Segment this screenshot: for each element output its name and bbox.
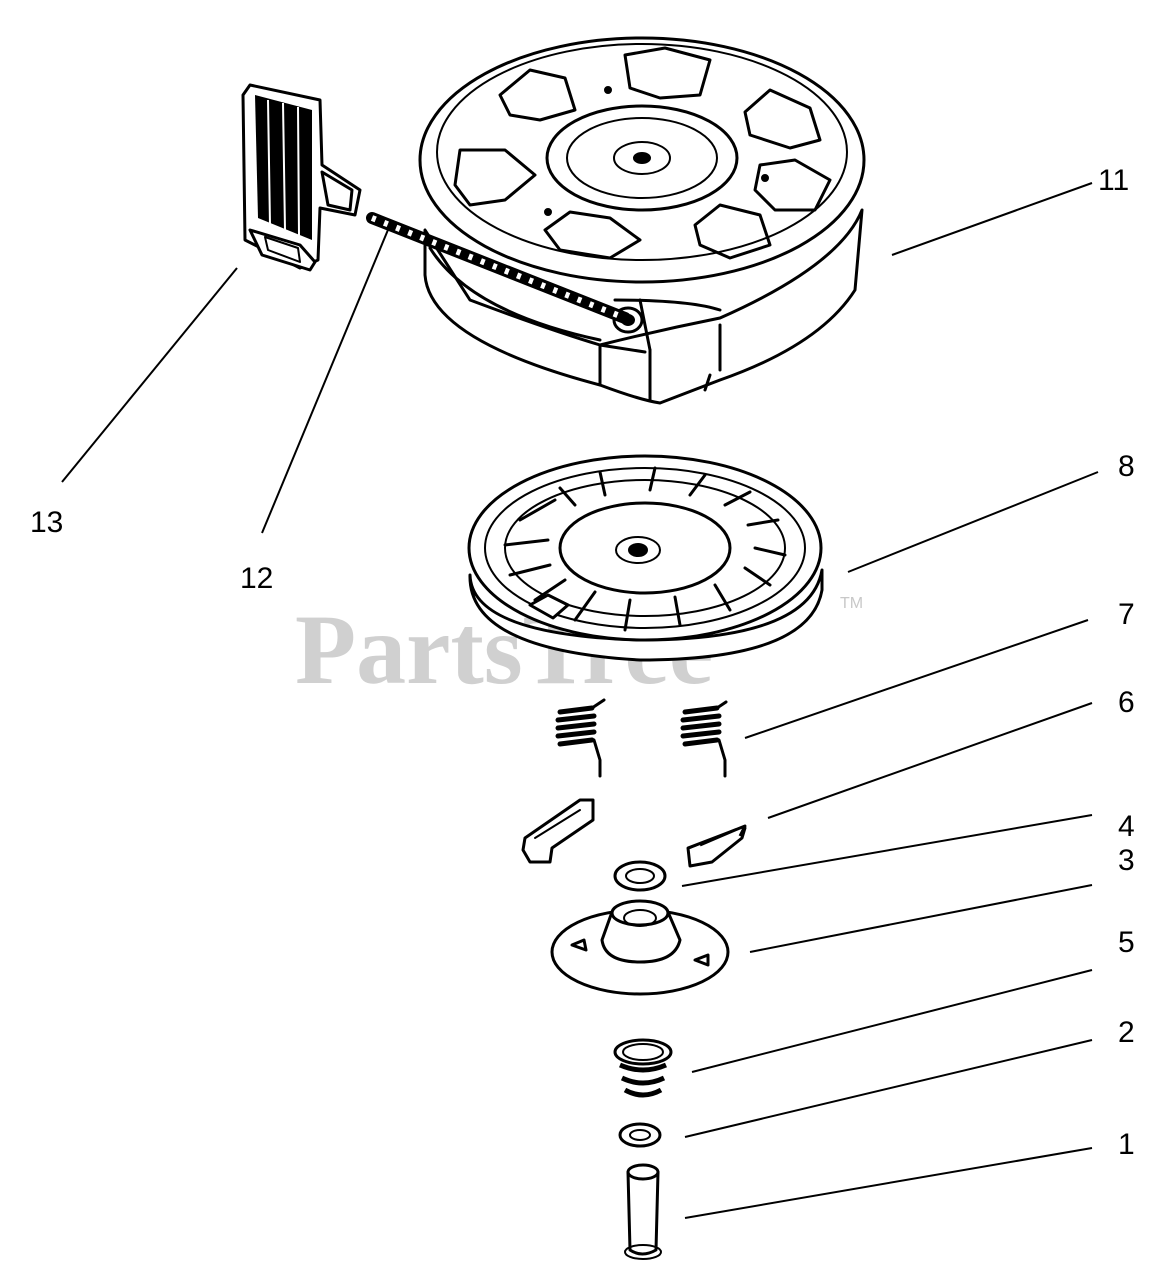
part-5-compression-spring[interactable]	[613, 1038, 673, 1098]
callout-1: 1	[1118, 1128, 1135, 1161]
part-4-washer[interactable]	[613, 860, 667, 892]
callout-8: 8	[1118, 450, 1135, 483]
part-8-pulley[interactable]	[467, 454, 824, 662]
spring-right	[680, 700, 728, 778]
pawl-right	[686, 824, 747, 868]
callout-13: 13	[30, 506, 63, 539]
callout-2: 2	[1118, 1016, 1135, 1049]
part-7-pawl-springs[interactable]	[555, 698, 728, 778]
callout-labels: 11 13 12 8 7 6 4 3 5 2 1	[30, 164, 1135, 1161]
callout-12: 12	[240, 562, 273, 595]
callout-3: 3	[1118, 844, 1135, 877]
part-3-retainer-plate[interactable]	[550, 899, 730, 996]
callout-7: 7	[1118, 598, 1135, 631]
part-6-pawls[interactable]	[521, 798, 747, 868]
callout-4: 4	[1118, 810, 1135, 843]
spring-left	[555, 698, 606, 778]
part-11-starter-housing[interactable]	[418, 36, 866, 405]
handle-label: PULL TO START	[245, 118, 257, 204]
callout-5: 5	[1118, 926, 1135, 959]
callout-6: 6	[1118, 686, 1135, 719]
part-12-starter-rope[interactable]	[366, 212, 631, 324]
leader-lines	[61, 182, 1099, 1219]
watermark-trademark: TM	[840, 595, 863, 612]
pawl-left	[521, 798, 595, 864]
part-13-starter-handle[interactable]: PULL TO START	[241, 83, 362, 272]
callout-11: 11	[1098, 164, 1129, 197]
part-1-pin[interactable]	[624, 1163, 662, 1260]
part-2-washer[interactable]	[618, 1122, 662, 1148]
